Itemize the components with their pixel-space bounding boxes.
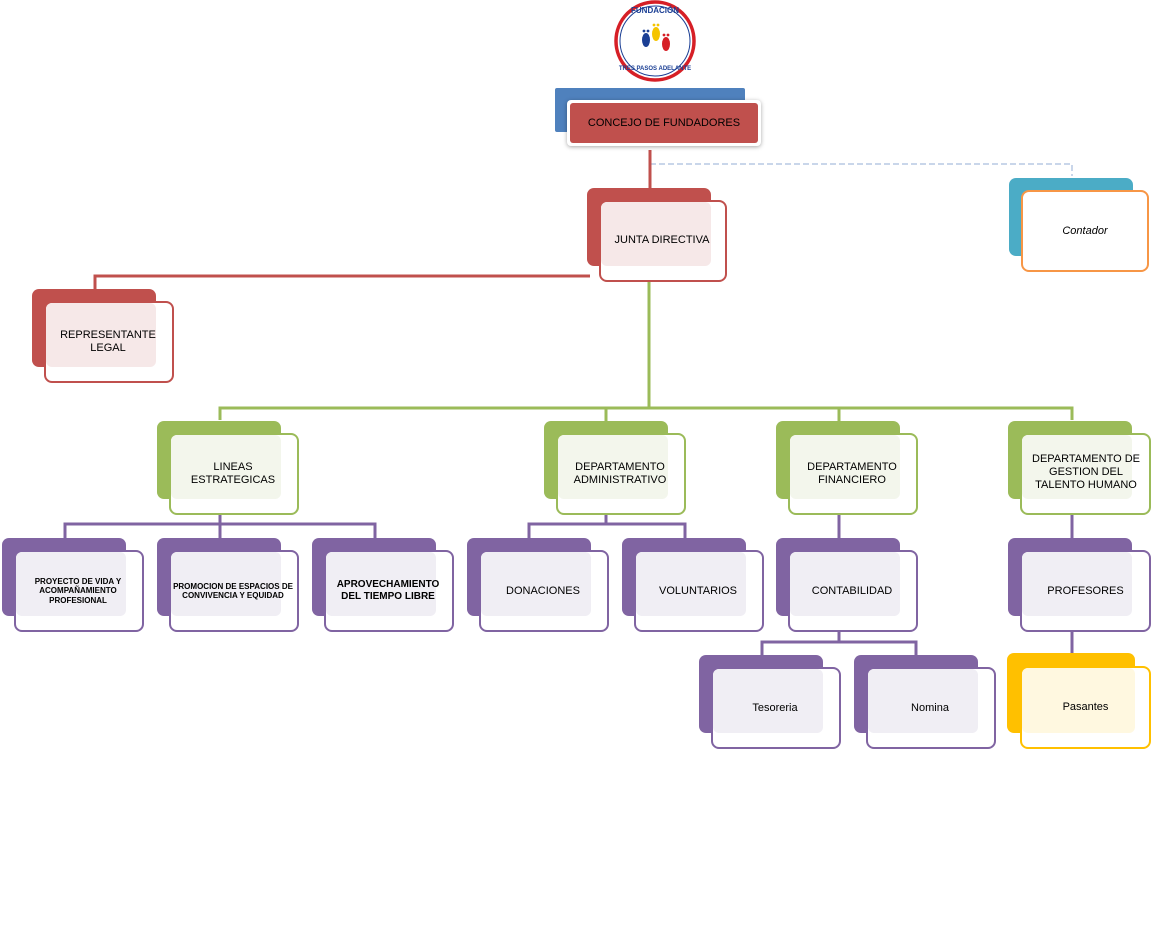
logo-text-top: FUNDACIÓN: [631, 6, 679, 15]
node-nomina: Nomina: [854, 655, 996, 749]
node-lineas-label: LINEAS ESTRATEGICAS: [190, 461, 276, 486]
node-dep-fin-label: DEPARTAMENTO FINANCIERO: [807, 461, 897, 486]
node-junta: JUNTA DIRECTIVA: [587, 188, 727, 282]
node-dep-fin: DEPARTAMENTO FINANCIERO: [776, 421, 918, 515]
node-donaciones: DONACIONES: [467, 538, 609, 632]
node-contador: Contador: [1009, 178, 1151, 272]
node-junta-label: JUNTA DIRECTIVA: [614, 233, 710, 246]
node-tesoreria: Tesoreria: [699, 655, 841, 749]
node-dep-admin-label: DEPARTAMENTO ADMINISTRATIVO: [573, 461, 667, 486]
node-proyecto: PROYECTO DE VIDA Y ACOMPAÑAMIENTO PROFES…: [2, 538, 144, 632]
node-representante-label: REPRESENTANTE LEGAL: [60, 329, 156, 354]
connector-admin-bus: [527, 522, 687, 538]
node-profesores: PROFESORES: [1008, 538, 1151, 632]
node-aprovechamiento: APROVECHAMIENTO DEL TIEMPO LIBRE: [312, 538, 454, 632]
node-contador-label: Contador: [1062, 224, 1108, 237]
node-promocion: PROMOCION DE ESPACIOS DE CONVIVENCIA Y E…: [157, 538, 299, 632]
node-profesores-label: PROFESORES: [1047, 584, 1124, 597]
node-donaciones-label: DONACIONES: [506, 584, 580, 597]
node-dep-talento-label: DEPARTAMENTO DE GESTION DEL TALENTO HUMA…: [1032, 453, 1140, 491]
connector-level2-bus: [218, 406, 1074, 420]
node-concejo-label: CONCEJO DE FUNDADORES: [587, 116, 741, 129]
node-voluntarios-label: VOLUNTARIOS: [658, 584, 738, 597]
node-representante: REPRESENTANTE LEGAL: [32, 289, 174, 383]
node-concejo: CONCEJO DE FUNDADORES: [555, 88, 765, 152]
node-voluntarios: VOLUNTARIOS: [622, 538, 764, 632]
logo-text-bottom: TRES PASOS ADELANTE: [618, 66, 692, 72]
connector-contabilidad-bus: [760, 640, 918, 656]
node-nomina-label: Nomina: [911, 701, 949, 714]
node-contabilidad-label: CONTABILIDAD: [811, 584, 893, 597]
node-proyecto-label: PROYECTO DE VIDA Y ACOMPAÑAMIENTO PROFES…: [34, 576, 122, 605]
node-dep-talento: DEPARTAMENTO DE GESTION DEL TALENTO HUMA…: [1008, 421, 1151, 515]
logo: FUNDACIÓN TRES PASOS ADELANTE: [613, 0, 697, 84]
connector-junta-representante: [93, 274, 590, 290]
node-pasantes: Pasantes: [1007, 653, 1151, 749]
connector-concejo-contador: [650, 163, 1073, 176]
node-contabilidad: CONTABILIDAD: [776, 538, 918, 632]
logo-seal-icon: [614, 0, 696, 82]
node-promocion-label: PROMOCION DE ESPACIOS DE CONVIVENCIA Y E…: [173, 581, 293, 600]
node-pasantes-label: Pasantes: [1062, 701, 1109, 714]
node-dep-admin: DEPARTAMENTO ADMINISTRATIVO: [544, 421, 686, 515]
node-aprovechamiento-label: APROVECHAMIENTO DEL TIEMPO LIBRE: [336, 579, 440, 602]
node-tesoreria-label: Tesoreria: [752, 701, 798, 714]
node-concejo-fill: [570, 103, 758, 143]
node-lineas: LINEAS ESTRATEGICAS: [157, 421, 299, 515]
